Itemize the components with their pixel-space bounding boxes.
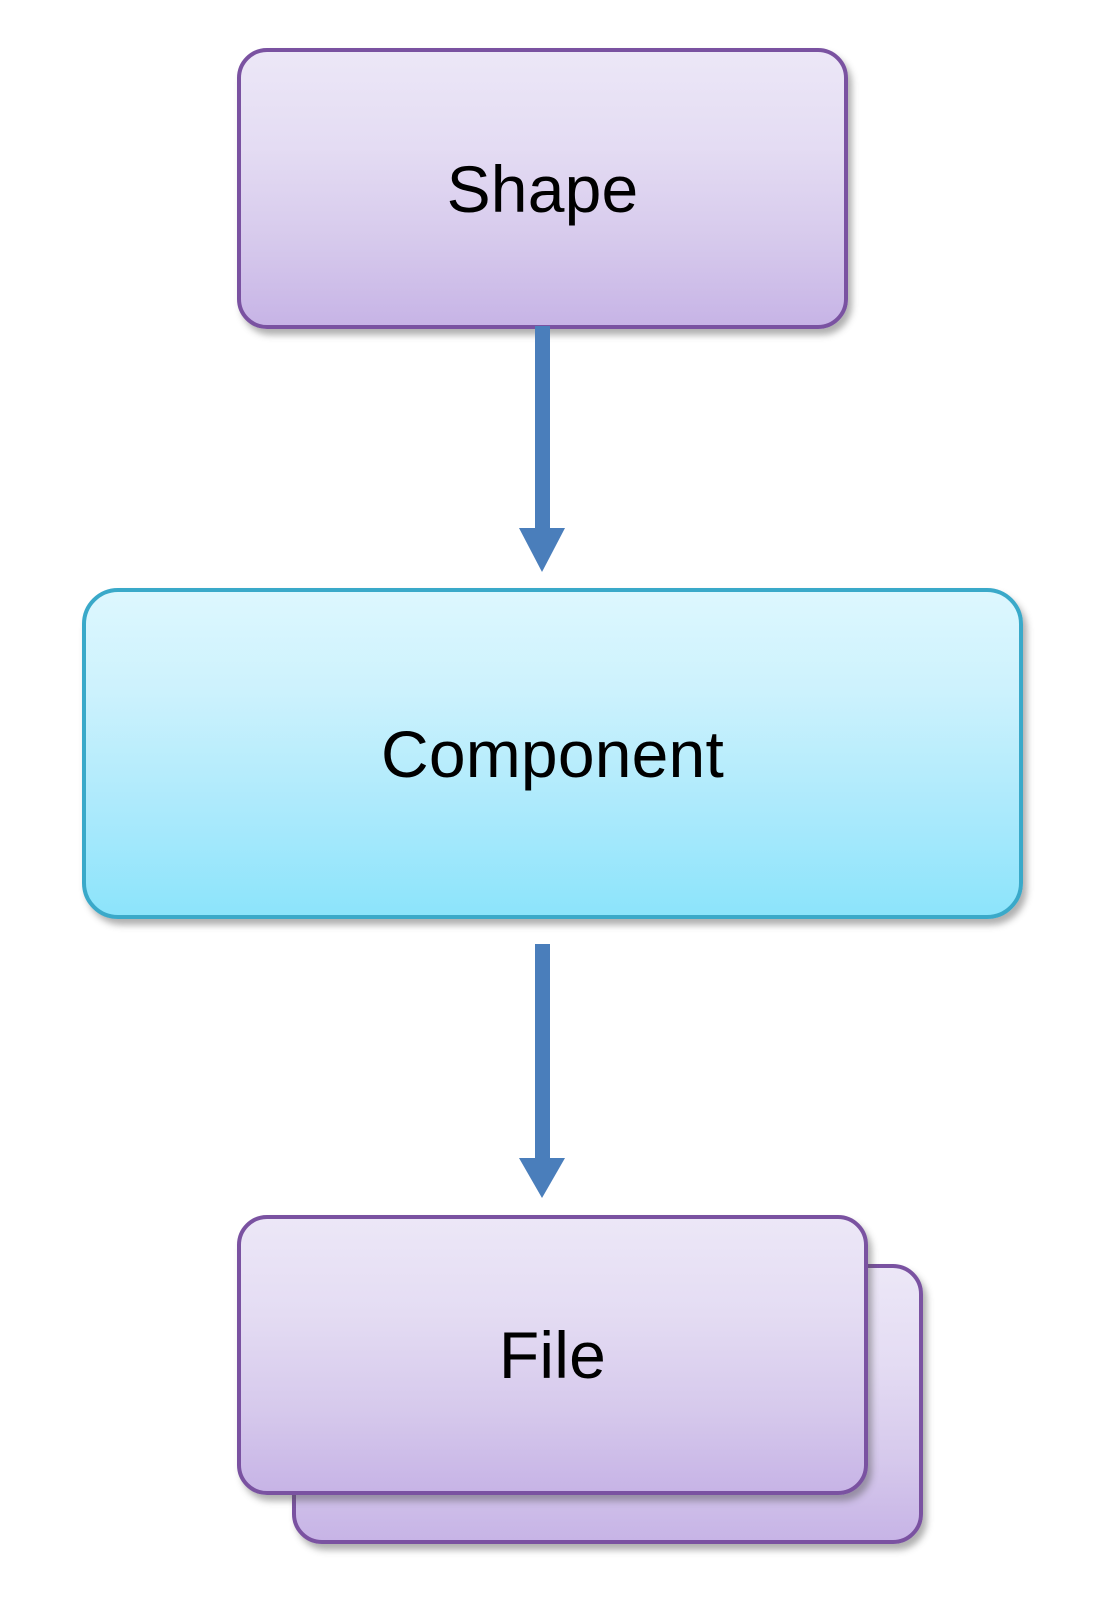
node-file[interactable]: File [237,1215,868,1495]
arrow-body [519,326,565,572]
node-shape[interactable]: Shape [237,48,848,329]
node-component[interactable]: Component [82,588,1023,919]
node-component-label: Component [380,716,724,791]
node-file-label: File [498,1318,607,1392]
arrow-body [519,944,565,1198]
connector-shape-to-component[interactable] [512,326,572,576]
node-shape-label: Shape [446,151,639,226]
connector-component-to-file[interactable] [512,918,572,1200]
